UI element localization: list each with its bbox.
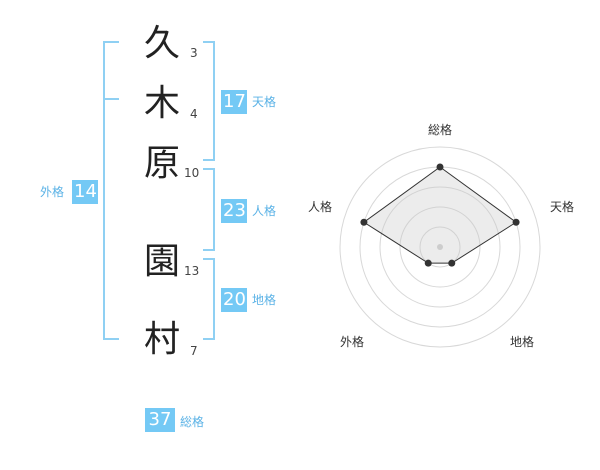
radar-point-1 [436, 163, 444, 171]
gaikaku-value: 14 [72, 180, 98, 204]
chikaku-bracket [203, 258, 215, 340]
radar-label-soukaku: 総格 [428, 123, 453, 137]
tenkaku-bracket [203, 41, 215, 161]
radar-point-2 [512, 218, 520, 226]
stroke-count-5: 7 [190, 344, 198, 358]
name-char-4: 園 [143, 241, 180, 282]
jinkaku-label: 人格 [252, 204, 277, 218]
soukaku-label: 総格 [180, 415, 205, 429]
radar-label-gaikaku: 外格 [340, 335, 365, 349]
radar-center [437, 244, 443, 250]
name-char-2: 木 [143, 83, 180, 124]
tenkaku-value: 17 [221, 90, 247, 114]
stroke-count-2: 4 [190, 107, 198, 121]
jinkaku-value: 23 [221, 199, 247, 223]
radar-ring [419, 226, 461, 268]
stroke-count-4: 13 [184, 264, 200, 278]
name-char-5: 村 [143, 319, 180, 360]
radar-ring [399, 206, 481, 288]
gaikaku-bracket-tick [103, 98, 119, 100]
chikaku-value: 20 [221, 288, 247, 312]
radar-point-4 [424, 259, 432, 267]
stroke-count-1: 3 [190, 46, 198, 60]
name-char-3: 原 [143, 143, 180, 184]
chikaku-label: 地格 [252, 293, 277, 307]
tenkaku-label: 天格 [252, 95, 277, 109]
soukaku-value: 37 [145, 408, 175, 432]
radar-series-polygon [363, 166, 517, 264]
gaikaku-label: 外格 [40, 185, 65, 199]
radar-label-chikaku: 地格 [510, 335, 535, 349]
radar-ring [339, 146, 541, 348]
radar-point-5 [360, 218, 368, 226]
radar-label-jinkaku: 人格 [308, 200, 333, 214]
radar-plot [360, 163, 520, 267]
radar-point-3 [448, 259, 456, 267]
jinkaku-bracket [203, 168, 215, 251]
radar-label-tenkaku: 天格 [550, 200, 575, 214]
gaikaku-bracket [103, 41, 119, 340]
radar-ring [379, 186, 501, 308]
name-char-1: 久 [143, 23, 180, 64]
stroke-count-3: 10 [184, 166, 200, 180]
